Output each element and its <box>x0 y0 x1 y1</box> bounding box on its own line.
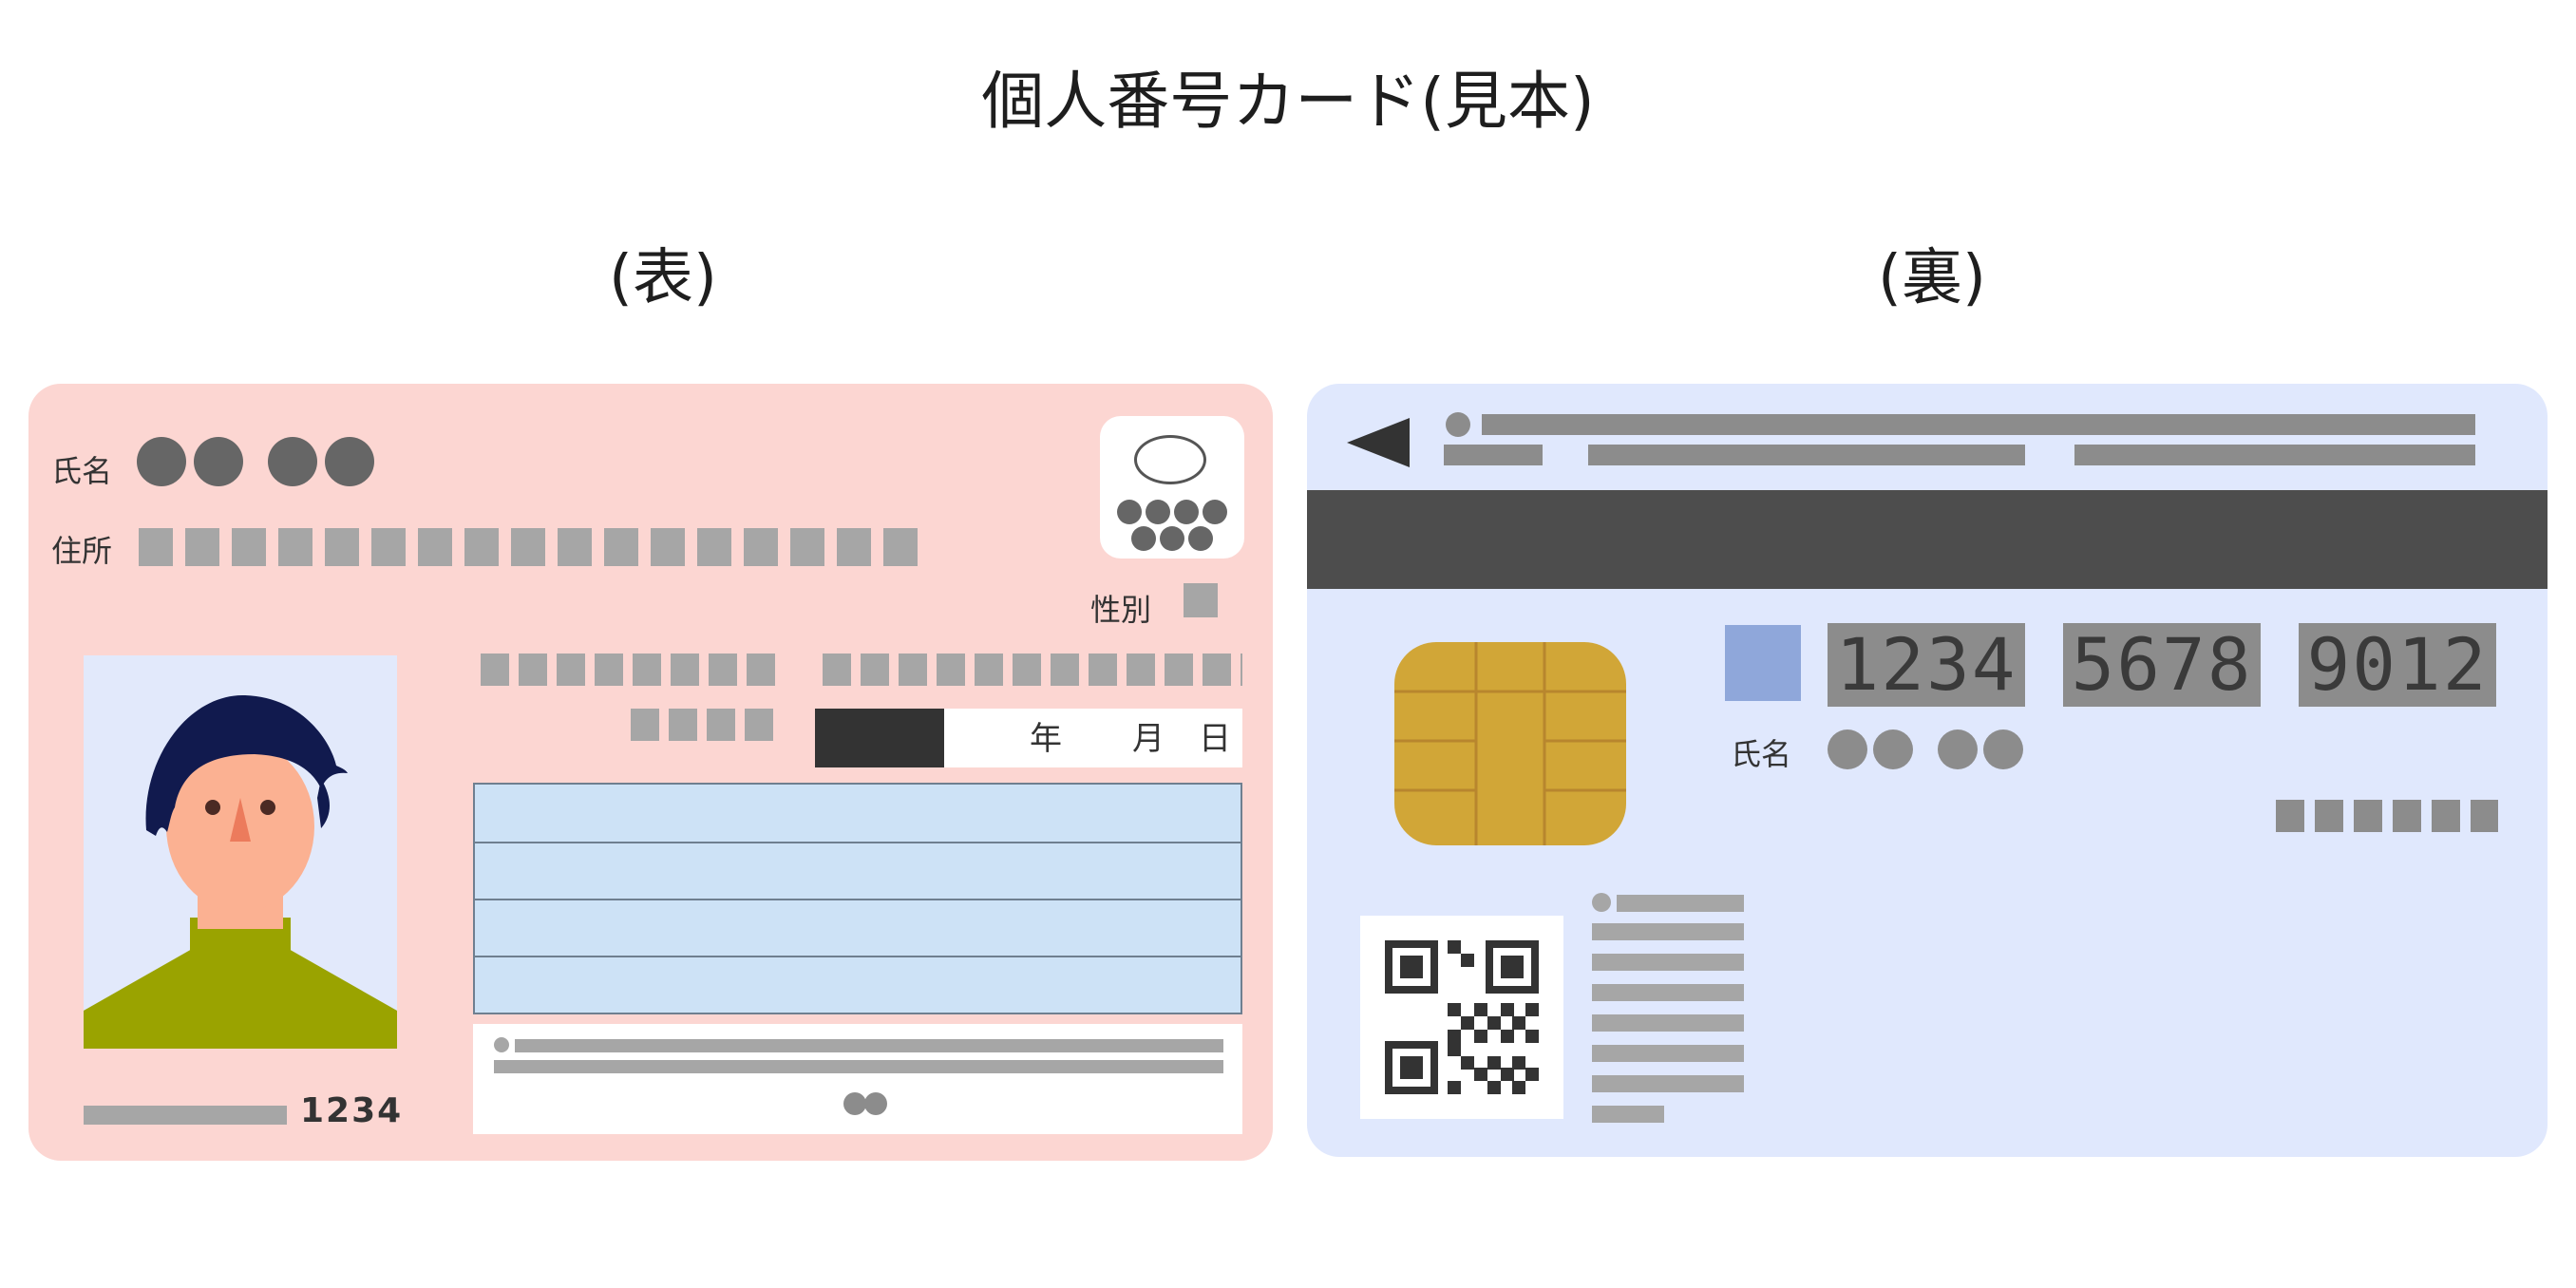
back-top-bar-4 <box>2074 445 2475 465</box>
front-side-label: (表) <box>609 243 717 313</box>
year-label: 年 <box>1030 720 1062 758</box>
notes-table <box>473 783 1242 1014</box>
name-label: 氏名 <box>51 453 113 489</box>
card-number: 1234 <box>300 1091 404 1130</box>
qr-code <box>1360 916 1563 1119</box>
remarks-box <box>473 1024 1242 1134</box>
back-top-dot <box>1446 412 1470 437</box>
ic-chip-icon <box>1394 642 1626 845</box>
qr-code-icon <box>1385 940 1539 1094</box>
address-placeholder <box>139 528 918 566</box>
sex-box <box>1184 583 1218 617</box>
expiry-era-box <box>815 709 944 767</box>
individual-number-2: 5678 <box>2063 623 2261 707</box>
back-top-bar-1 <box>1482 414 2475 435</box>
address-label: 住所 <box>51 533 113 569</box>
back-side-label: (裏) <box>1878 243 1986 313</box>
expiry-date-row: 年 月 日 <box>815 709 1242 767</box>
back-serial-placeholder <box>2276 800 2498 832</box>
month-label: 月 <box>1132 720 1165 758</box>
back-name-label: 氏名 <box>1731 736 1792 772</box>
individual-number-3: 9012 <box>2299 623 2496 707</box>
arrow-left-icon <box>1347 418 1410 467</box>
card-id-bar <box>84 1106 287 1125</box>
person-logo <box>1100 416 1244 559</box>
card-back: 1234 5678 9012 氏名 <box>1307 384 2548 1157</box>
page-title: 個人番号カード(見本) <box>981 65 1595 138</box>
back-top-bar-2 <box>1444 445 1543 465</box>
birthdate-placeholder <box>481 653 781 686</box>
person-portrait-icon <box>84 694 397 1049</box>
era-placeholder <box>823 653 1242 686</box>
card-front: 氏名 住所 性別 1234 <box>28 384 1273 1161</box>
magnetic-stripe <box>1307 490 2548 589</box>
logo-head-icon <box>1134 435 1206 484</box>
back-top-bar-3 <box>1588 445 2025 465</box>
number-marker-square <box>1725 625 1801 701</box>
sex-label: 性別 <box>1090 592 1152 628</box>
valid-placeholder <box>631 709 781 741</box>
day-label: 日 <box>1199 720 1231 758</box>
portrait-photo <box>84 655 397 1049</box>
individual-number-1: 1234 <box>1828 623 2025 707</box>
qr-notes <box>1592 891 1744 1138</box>
